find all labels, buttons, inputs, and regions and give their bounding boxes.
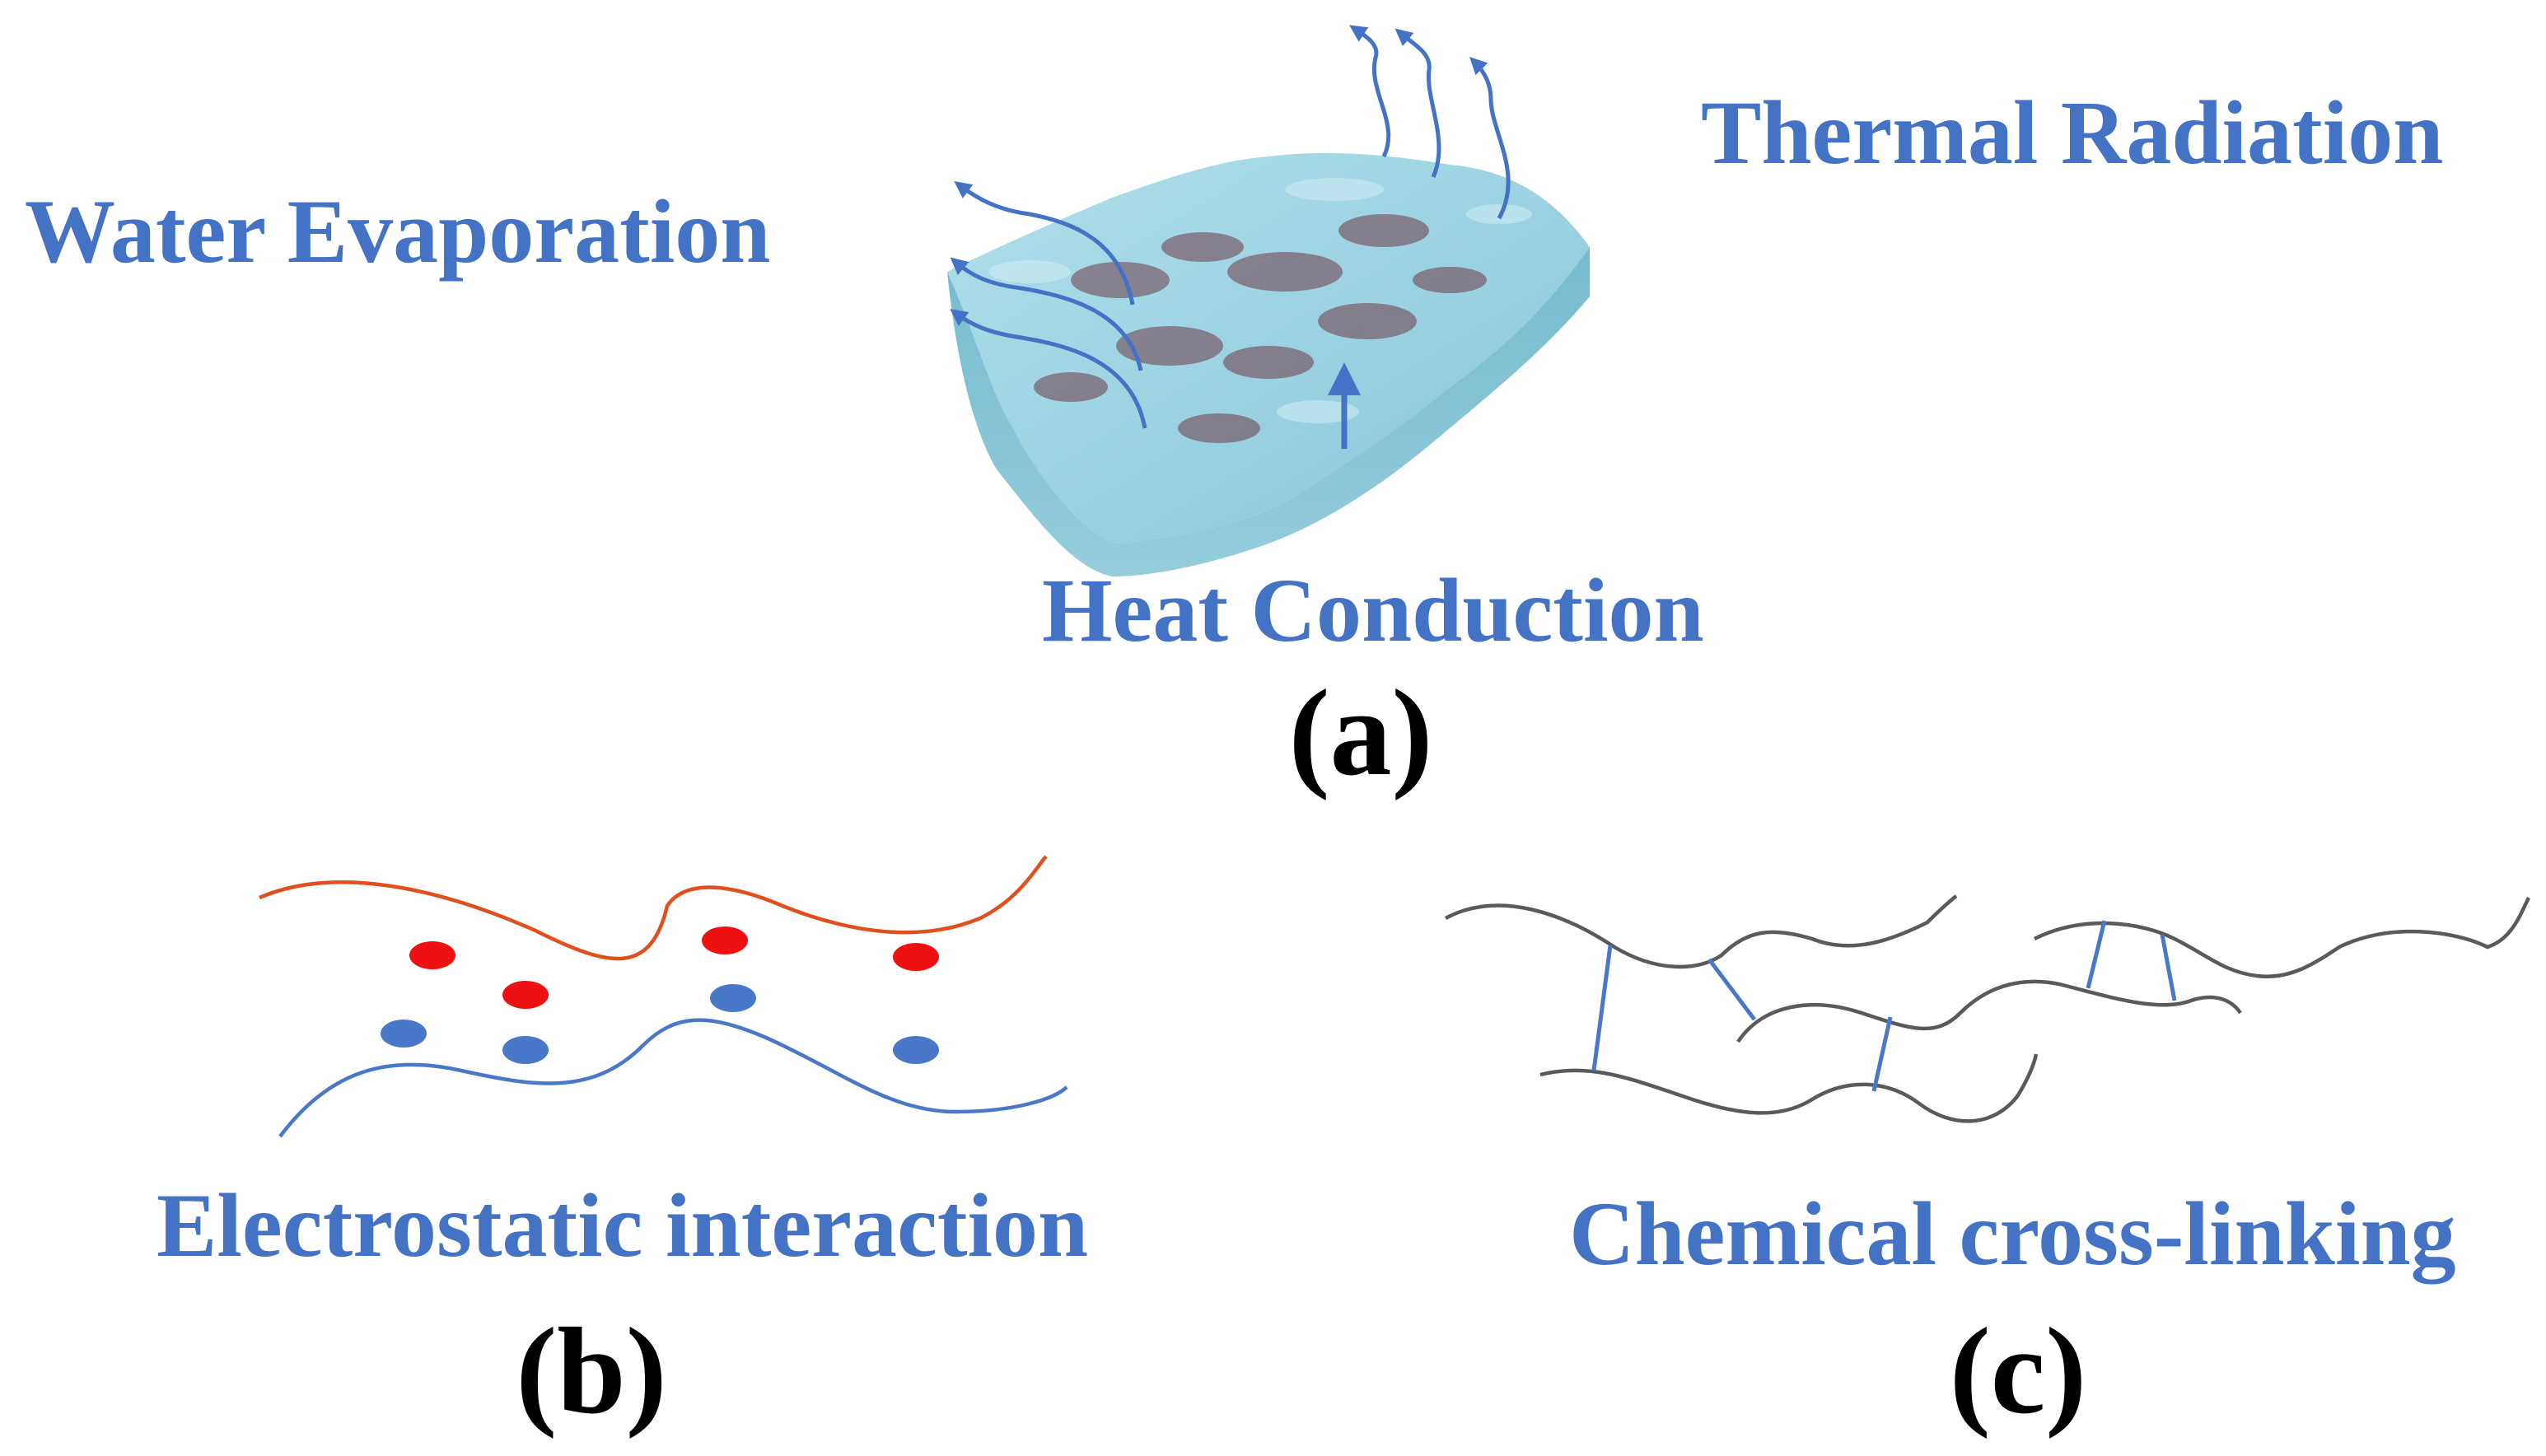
water-evaporation-label: Water Evaporation (25, 181, 770, 282)
crosslink (2160, 934, 2177, 1001)
positive-charge (502, 981, 549, 1009)
radiation-arrow-1 (1349, 25, 1391, 158)
panel-c: Chemical cross-linking (c) (1444, 894, 2531, 1440)
negative-charge (893, 1036, 939, 1064)
polymer-chain-3 (1736, 979, 2242, 1043)
panel-b: Electrostatic interaction (b) (156, 855, 1088, 1440)
panel-b-label: (b) (516, 1303, 666, 1440)
chemical-cross-linking-caption: Chemical cross-linking (1569, 1183, 2456, 1284)
evaporation-arrow-3 (950, 308, 1147, 429)
crosslinks (1591, 920, 2177, 1092)
polymer-chain-1 (1444, 894, 1958, 969)
hydrogel-side-face (947, 247, 1590, 576)
negative-charge (502, 1036, 549, 1064)
hydrogel-highlights (988, 178, 1532, 423)
crosslink (1707, 958, 1756, 1021)
radiation-arrow-3 (1469, 57, 1511, 220)
heat-conduction-arrow (1328, 362, 1361, 449)
panel-c-label: (c) (1950, 1303, 2086, 1440)
negative-charge (381, 1020, 427, 1048)
evaporation-arrow-2 (950, 257, 1143, 371)
positive-charge (702, 926, 748, 954)
polymer-chain-2 (1539, 1053, 2039, 1123)
crosslink (1871, 1016, 1893, 1092)
water-evaporation-arrows (950, 180, 1147, 429)
crosslink (1591, 945, 1613, 1071)
panel-a-label: (a) (1289, 665, 1433, 801)
positive-charge (409, 941, 455, 969)
evaporation-arrow-1 (954, 180, 1135, 306)
positive-charge (893, 943, 939, 971)
electrostatic-interaction-caption: Electrostatic interaction (156, 1175, 1088, 1276)
hydrogel-inner-network (1034, 214, 1487, 443)
polymer-chain-4 (2033, 896, 2531, 979)
positive-polymer-chain (259, 855, 1048, 961)
thermal-radiation-label: Thermal Radiation (1701, 82, 2443, 183)
radiation-arrow-2 (1394, 28, 1441, 179)
thermal-radiation-arrows (1349, 25, 1511, 220)
positive-charges (409, 926, 939, 1009)
negative-charges (381, 984, 939, 1064)
crosslink (2086, 920, 2107, 989)
panel-a: Thermal Radiation Water Evaporation Heat… (25, 25, 2443, 801)
polymer-chains (1444, 894, 2531, 1123)
heat-conduction-label: Heat Conduction (1042, 560, 1704, 660)
negative-charge (710, 984, 756, 1012)
negative-polymer-chain (278, 1018, 1068, 1138)
